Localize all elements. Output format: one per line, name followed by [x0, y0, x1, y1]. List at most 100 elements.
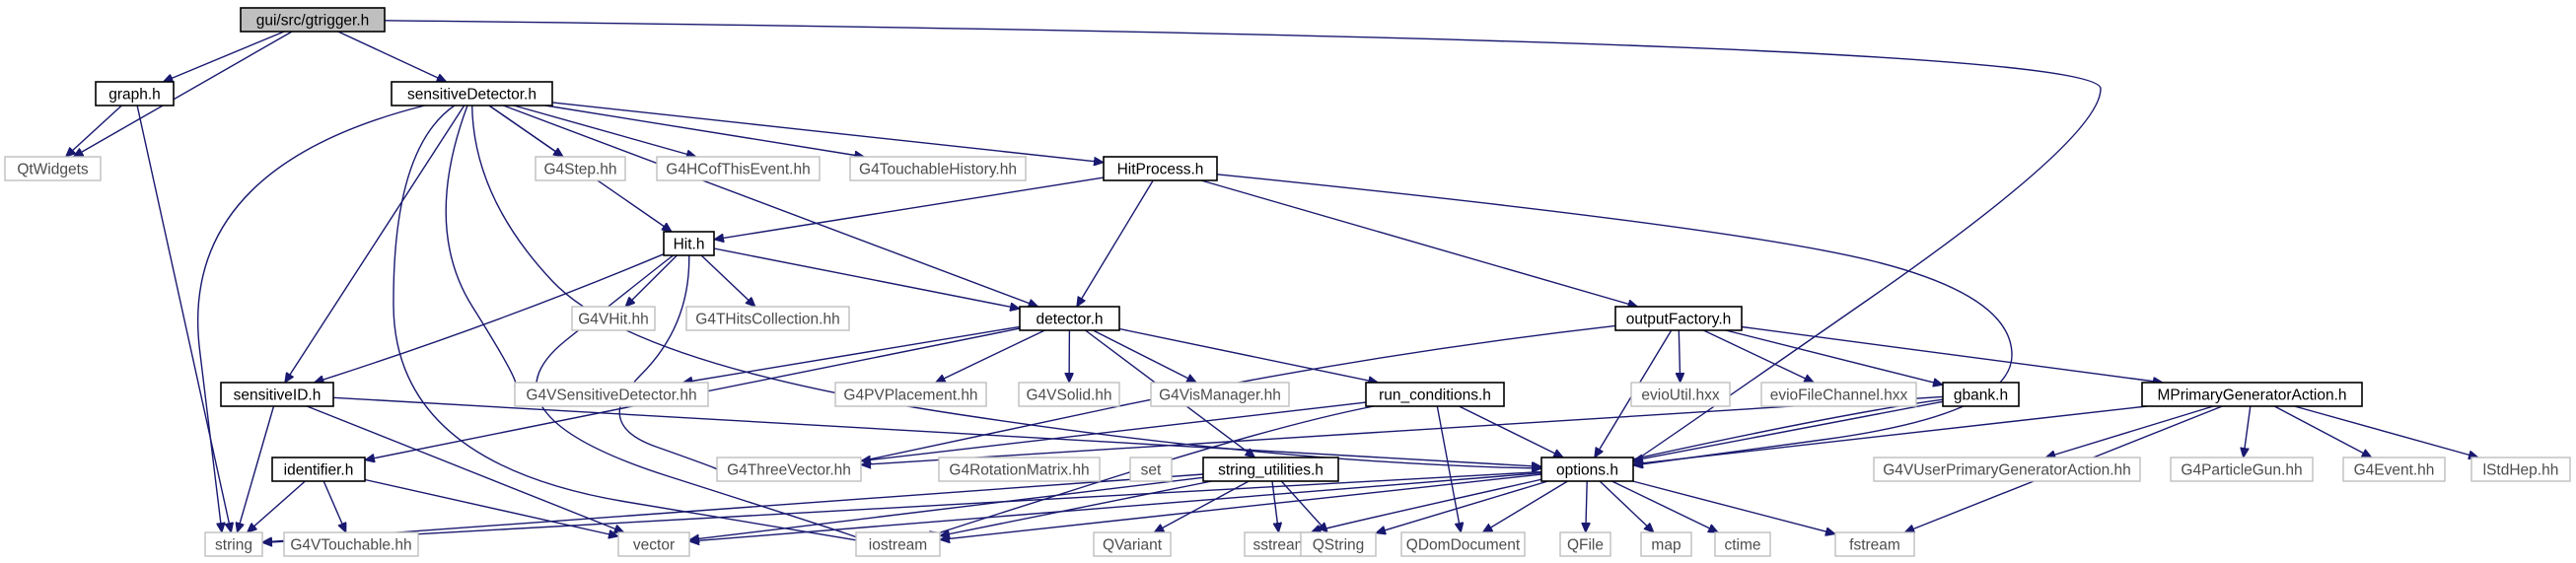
edge-outputfactory-to-evioutil — [1679, 329, 1680, 383]
node-label: fstream — [1849, 537, 1900, 554]
node-gtrigger[interactable]: gui/src/gtrigger.h — [240, 7, 386, 33]
node-label: G4VSolid.hh — [1026, 387, 1111, 404]
node-box — [1202, 457, 1339, 482]
node-sensid[interactable]: sensitiveID.h — [220, 382, 334, 407]
node-g4event: G4Event.hh — [2342, 457, 2446, 482]
node-mprimary[interactable]: MPrimaryGeneratorAction.h — [2141, 382, 2363, 407]
node-g4pvplacement: G4PVPlacement.hh — [834, 382, 987, 407]
edge-hit-to-detector — [713, 247, 1020, 309]
edge-runconditions-to-iostream — [939, 405, 1375, 533]
node-sensdet[interactable]: sensitiveDetector.h — [391, 81, 553, 106]
node-lstdhep: lStdHep.hh — [2470, 457, 2571, 482]
edge-stringutil-to-qstring — [1280, 480, 1327, 532]
node-label: MPrimaryGeneratorAction.h — [2157, 387, 2346, 404]
edge-line — [393, 105, 856, 540]
node-box — [1540, 457, 1634, 482]
node-box — [1400, 531, 1526, 557]
edge-detector-to-g4pvplacement — [936, 329, 1045, 384]
edge-line — [66, 105, 122, 157]
edge-line — [196, 105, 425, 532]
node-qdomdocument: QDomDocument — [1400, 531, 1526, 557]
node-identifier[interactable]: identifier.h — [271, 457, 366, 482]
node-box — [240, 7, 386, 33]
edge-line — [262, 470, 1542, 543]
edge-hitprocess-to-hit — [714, 176, 1105, 240]
edge-line — [2244, 405, 2252, 457]
node-box — [283, 531, 419, 557]
edge-hit-to-iostream — [536, 254, 857, 537]
edge-line — [262, 473, 1204, 542]
node-box — [1559, 531, 1611, 557]
node-box — [716, 457, 862, 482]
node-label: G4Step.hh — [543, 162, 616, 178]
node-box — [1873, 457, 2141, 482]
edge-line — [940, 473, 1542, 539]
node-gbank[interactable]: gbank.h — [1942, 382, 2020, 407]
edge-mprimary-to-options — [1633, 405, 2148, 464]
edge-hit-to-g4threevector — [618, 254, 717, 469]
node-box — [1614, 306, 1743, 331]
node-runconditions[interactable]: run_conditions.h — [1365, 382, 1505, 407]
edge-options-to-ctime — [1611, 480, 1718, 533]
node-box — [1103, 156, 1218, 181]
node-stringutil[interactable]: string_utilities.h — [1202, 457, 1339, 482]
edge-line — [136, 105, 231, 532]
edge-runconditions-to-options — [1459, 405, 1563, 458]
node-box — [571, 306, 656, 331]
node-options[interactable]: options.h — [1540, 457, 1634, 482]
node-label: G4ThreeVector.hh — [727, 462, 851, 479]
node-label: detector.h — [1036, 312, 1103, 328]
edge-line — [364, 478, 618, 537]
node-label: gbank.h — [1954, 387, 2008, 404]
node-label: options.h — [1556, 462, 1618, 479]
node-box — [849, 156, 1027, 181]
edge-gbank-to-options — [1633, 400, 1944, 460]
node-label: evioFileChannel.hxx — [1770, 387, 1908, 404]
edge-line — [689, 472, 1542, 541]
node-label: G4RotationMatrix.hh — [949, 462, 1089, 479]
edge-runconditions-to-g4threevector — [861, 401, 1367, 460]
node-box — [1760, 382, 1917, 407]
node-detector[interactable]: detector.h — [1019, 306, 1120, 331]
node-box — [2342, 457, 2446, 482]
node-vector: vector — [617, 531, 690, 557]
edge-line — [1280, 480, 1327, 532]
node-box — [514, 382, 709, 407]
node-hit[interactable]: Hit.h — [663, 231, 715, 256]
node-label: iostream — [869, 537, 927, 554]
node-graph[interactable]: graph.h — [95, 81, 175, 106]
edge-line — [700, 254, 755, 307]
node-label: run_conditions.h — [1379, 387, 1491, 404]
edge-line — [939, 405, 1375, 533]
edge-line — [1376, 480, 1548, 533]
edge-sensdet-to-options — [471, 105, 1541, 468]
edge-line — [936, 329, 1045, 384]
node-label: G4VUserPrimaryGeneratorAction.hh — [1883, 462, 2131, 479]
node-box — [1093, 531, 1172, 557]
node-label: gui/src/gtrigger.h — [256, 13, 370, 30]
node-label: sensitiveDetector.h — [407, 87, 537, 104]
node-outputfactory[interactable]: outputFactory.h — [1614, 306, 1743, 331]
edge-line — [1436, 405, 1461, 532]
node-label: evioUtil.hxx — [1641, 387, 1719, 404]
edge-line — [1679, 329, 1680, 383]
node-box — [1714, 531, 1771, 557]
node-hitprocess[interactable]: HitProcess.h — [1103, 156, 1218, 181]
node-qtwidgets: QtWidgets — [4, 156, 102, 181]
node-fstream: fstream — [1834, 531, 1915, 557]
edge-line — [248, 480, 306, 532]
edge-line — [618, 254, 717, 469]
node-g4vhit: G4VHit.hh — [571, 306, 656, 331]
node-label: QFile — [1567, 537, 1604, 554]
edge-line — [445, 105, 516, 386]
node-box — [1150, 382, 1290, 407]
node-qstring: QString — [1300, 531, 1377, 557]
edge-line — [713, 247, 1020, 309]
node-box — [1630, 382, 1731, 407]
edge-options-to-string — [262, 470, 1542, 543]
node-label: graph.h — [108, 87, 161, 104]
edge-line — [682, 325, 1021, 383]
node-label: sstream — [1252, 537, 1307, 554]
node-ctime: ctime — [1714, 531, 1771, 557]
